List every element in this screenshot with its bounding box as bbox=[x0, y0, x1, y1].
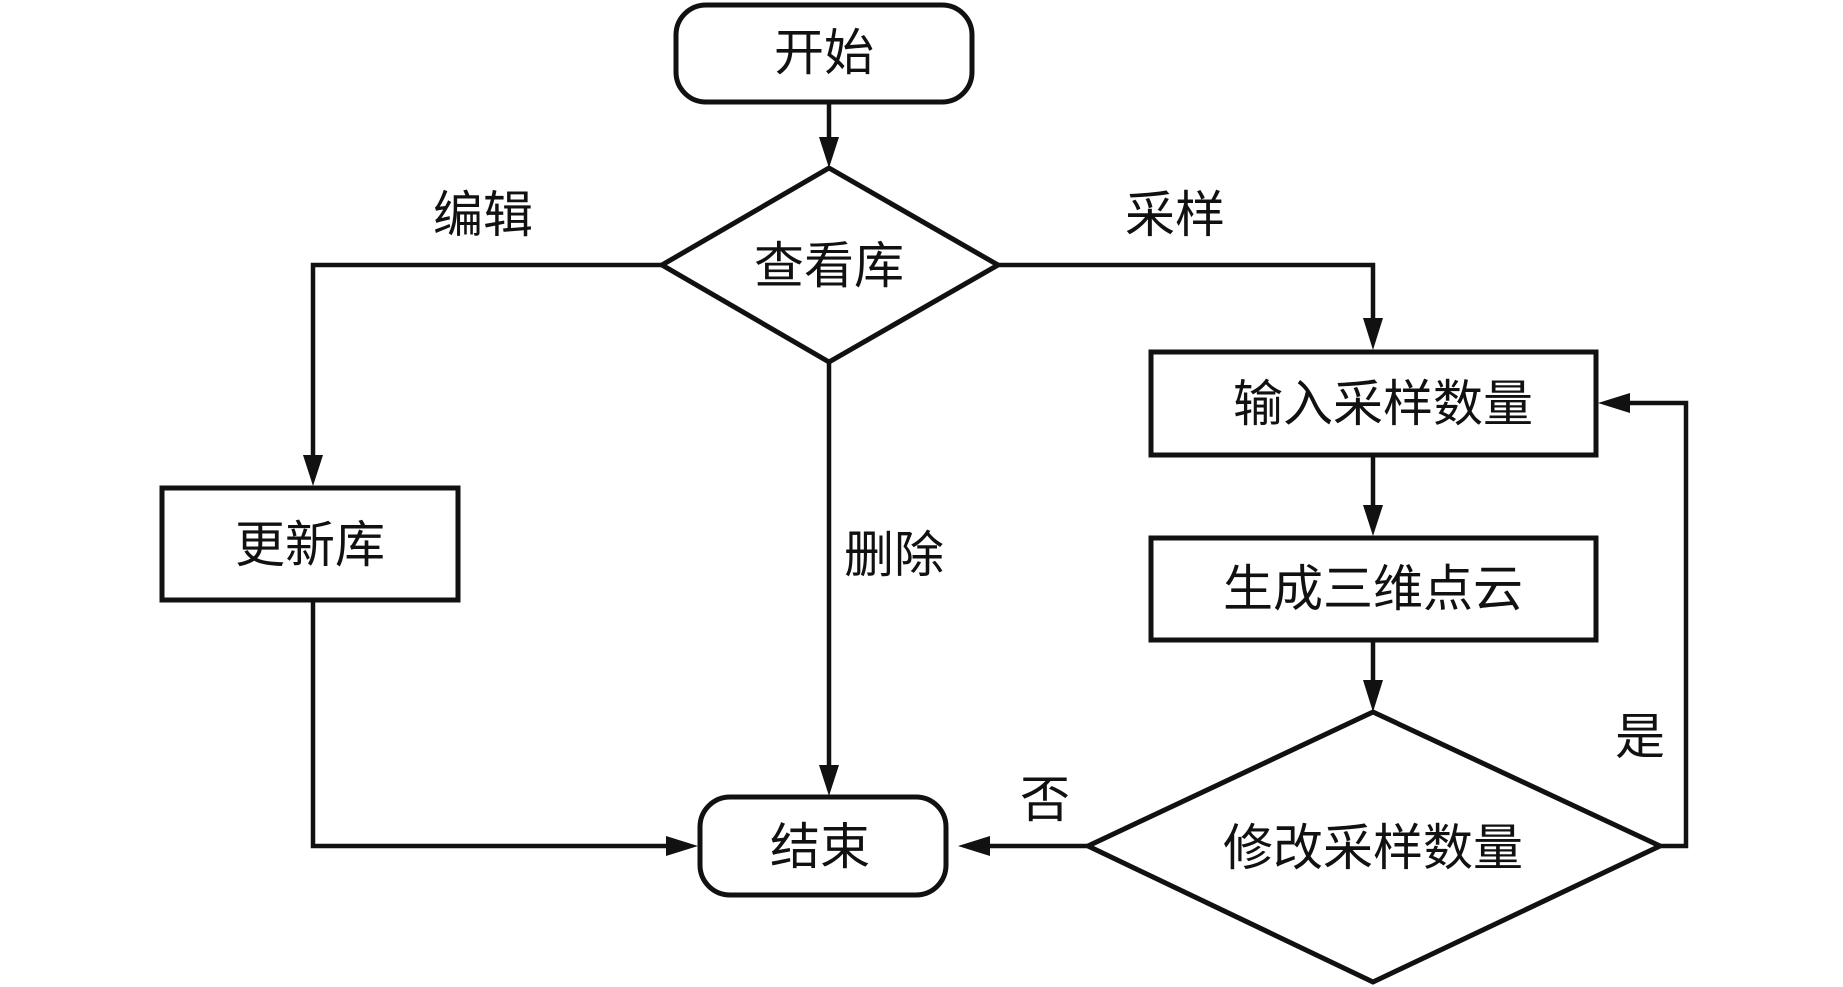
update-library-process-shape bbox=[159, 485, 461, 603]
arrowhead-view-to-input bbox=[1363, 318, 1383, 350]
end-node[interactable]: 结束 bbox=[697, 794, 949, 898]
arrowhead-generate-to-modify bbox=[1363, 680, 1383, 712]
arrowhead-update-to-end bbox=[666, 836, 698, 856]
arrowhead-modify-to-input bbox=[1598, 393, 1630, 413]
start-terminator-shape bbox=[673, 2, 975, 105]
end-label: 结束 bbox=[770, 818, 870, 876]
modify-sample-count-node[interactable]: 修改采样数量 bbox=[1082, 709, 1666, 985]
update-library-label: 更新库 bbox=[235, 516, 385, 574]
edge-label-yes: 是 bbox=[1615, 708, 1665, 766]
start-node[interactable]: 开始 bbox=[673, 2, 975, 105]
arrowhead-input-to-generate bbox=[1363, 505, 1383, 536]
generate-point-cloud-process-shape bbox=[1148, 535, 1599, 643]
input-sample-count-label: 输入采样数量 bbox=[1233, 375, 1533, 433]
start-label: 开始 bbox=[774, 24, 874, 82]
edge-label-no: 否 bbox=[1020, 771, 1070, 829]
generate-point-cloud-label: 生成三维点云 bbox=[1223, 560, 1523, 618]
arrowhead-view-to-end bbox=[819, 765, 839, 796]
edge-view-to-input bbox=[998, 262, 1376, 325]
input-sample-count-process-shape bbox=[1148, 349, 1599, 458]
arrowhead-start-to-view bbox=[819, 137, 839, 168]
modify-sample-count-decision-shape bbox=[1082, 709, 1666, 985]
view-library-decision-shape bbox=[657, 165, 1004, 365]
edge-update-to-end bbox=[310, 600, 672, 849]
edge-modify-to-input bbox=[1625, 400, 1689, 849]
update-library-node[interactable]: 更新库 bbox=[159, 485, 461, 603]
input-sample-count-node[interactable]: 输入采样数量 bbox=[1148, 349, 1599, 458]
edge-view-to-update bbox=[310, 262, 662, 460]
view-library-node[interactable]: 查看库 bbox=[657, 165, 1004, 365]
arrowhead-view-to-update bbox=[303, 455, 323, 486]
arrowhead-modify-to-end bbox=[958, 836, 990, 856]
generate-point-cloud-node[interactable]: 生成三维点云 bbox=[1148, 535, 1599, 643]
edge-label-delete: 删除 bbox=[844, 526, 944, 584]
end-terminator-shape bbox=[697, 794, 949, 898]
edge-label-sample: 采样 bbox=[1125, 186, 1225, 244]
edge-label-edit: 编辑 bbox=[433, 186, 533, 244]
modify-sample-count-label: 修改采样数量 bbox=[1223, 819, 1523, 877]
view-library-label: 查看库 bbox=[754, 237, 904, 295]
